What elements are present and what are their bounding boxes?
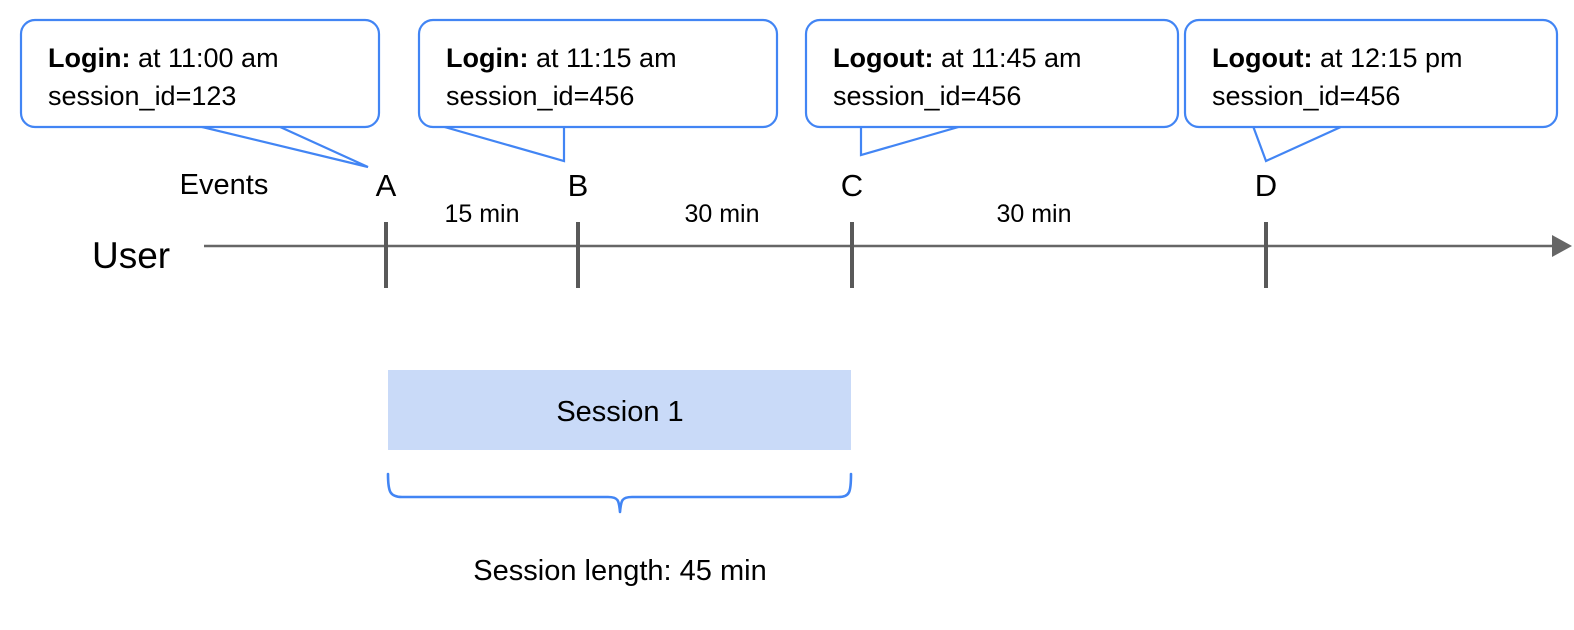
callout-c-lead: Logout: — [833, 43, 933, 73]
callout-a-line2: session_id=123 — [48, 81, 236, 111]
callout-d-tail — [1251, 124, 1344, 163]
callout-b-line2: session_id=456 — [446, 81, 634, 111]
callout-b-time: at 11:15 am — [528, 43, 676, 73]
event-tick-d: D — [1255, 168, 1277, 288]
callout-b-line1: Login: at 11:15 am — [446, 43, 677, 73]
callout-d-line1: Logout: at 12:15 pm — [1212, 43, 1463, 73]
callout-a-time: at 11:00 am — [130, 43, 278, 73]
session-bar-label: Session 1 — [556, 396, 683, 428]
callout-c-time: at 11:45 am — [933, 43, 1081, 73]
axis-arrow-icon — [1552, 235, 1572, 257]
session-bar: Session 1 — [388, 370, 851, 450]
session-length-caption: Session length: 45 min — [473, 555, 766, 587]
callout-d-box — [1183, 18, 1559, 129]
event-letter-a: A — [376, 168, 397, 203]
session-bar-rect — [388, 370, 851, 450]
callout-d-line2: session_id=456 — [1212, 81, 1400, 111]
callout-a-tail — [197, 124, 369, 169]
callout-d-lead: Logout: — [1212, 43, 1312, 73]
callout-b-lead: Login: — [446, 43, 528, 73]
session-span-brace — [386, 472, 853, 514]
callout-logout-c: Logout: at 11:45 am session_id=456 — [804, 18, 1180, 157]
callout-a-lead: Login: — [48, 43, 130, 73]
callout-login-b: Login: at 11:15 am session_id=456 — [417, 18, 779, 163]
events-lane-label: Events — [180, 169, 269, 201]
callout-c-tail — [859, 124, 963, 157]
callout-a-box — [19, 18, 381, 129]
callout-b-box — [417, 18, 779, 129]
event-letter-d: D — [1255, 168, 1277, 203]
callout-d-time: at 12:15 pm — [1312, 43, 1462, 73]
interval-label-bc: 30 min — [684, 200, 759, 228]
event-tick-b: B — [568, 168, 589, 288]
callout-c-line2: session_id=456 — [833, 81, 1021, 111]
interval-label-cd: 30 min — [996, 200, 1071, 228]
event-tick-a: A — [376, 168, 397, 288]
callout-c-box — [804, 18, 1180, 129]
callout-b-tail — [440, 124, 566, 163]
callout-logout-d: Logout: at 12:15 pm session_id=456 — [1183, 18, 1559, 163]
event-letter-c: C — [841, 168, 863, 203]
callout-a-line1: Login: at 11:00 am — [48, 43, 279, 73]
callout-login-a: Login: at 11:00 am session_id=123 — [19, 18, 381, 169]
interval-label-ab: 15 min — [444, 200, 519, 228]
user-lane-label: User — [92, 235, 170, 276]
timeline-axis — [204, 235, 1572, 257]
event-tick-c: C — [841, 168, 863, 288]
callout-c-line1: Logout: at 11:45 am — [833, 43, 1082, 73]
event-letter-b: B — [568, 168, 589, 203]
